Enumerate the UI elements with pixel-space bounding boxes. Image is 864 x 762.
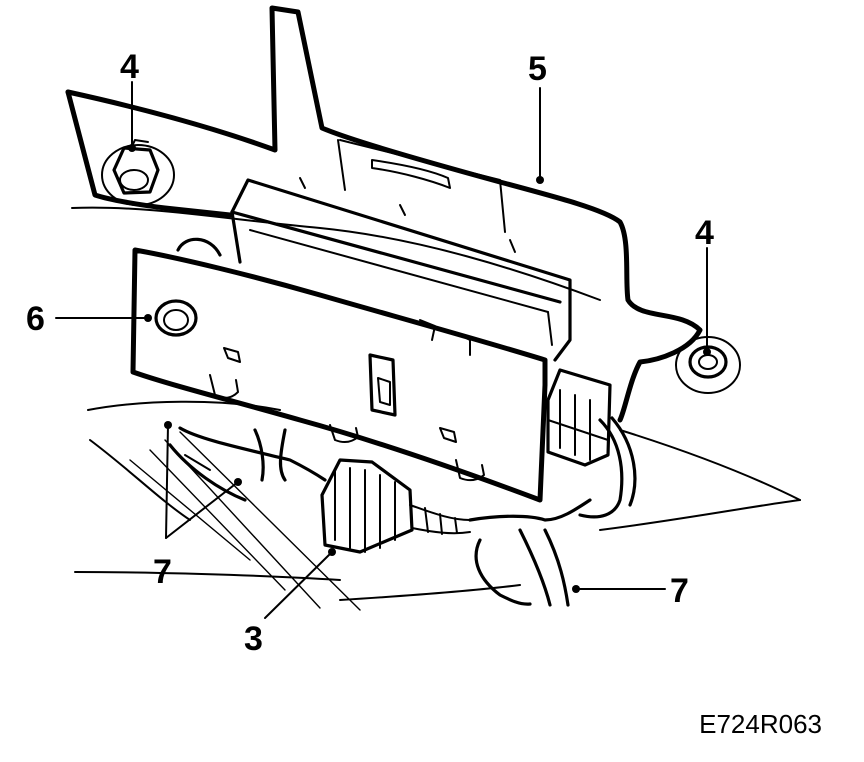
- callout-7-right: 7: [670, 572, 689, 610]
- callout-3: 3: [244, 620, 263, 658]
- callout-4-right: 4: [695, 214, 714, 252]
- vehicle-body-panels: [71, 206, 801, 611]
- callout-5: 5: [528, 50, 547, 88]
- reference-code: E724R063: [699, 709, 822, 739]
- callout-4-left: 4: [120, 48, 139, 86]
- side-connector: [546, 368, 612, 467]
- wiring-harness: [168, 416, 637, 607]
- leader-lines: [55, 81, 711, 619]
- callout-6: 6: [26, 300, 45, 338]
- main-connector: [320, 458, 471, 554]
- callout-7-left: 7: [153, 553, 172, 591]
- control-module: [230, 177, 572, 362]
- mounting-bracket: [65, 5, 741, 423]
- cover-plate: [130, 237, 548, 503]
